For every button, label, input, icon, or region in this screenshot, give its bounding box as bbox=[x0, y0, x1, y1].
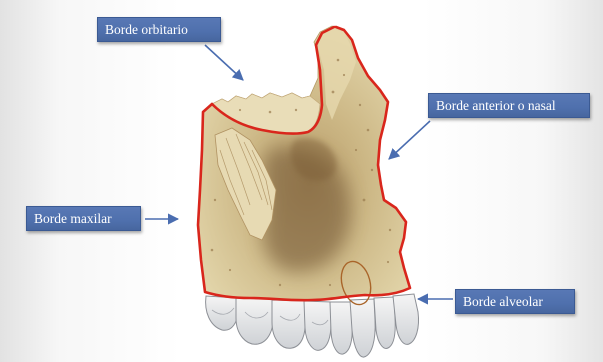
premolar-1-tooth bbox=[330, 302, 352, 354]
premolar-2-tooth bbox=[304, 301, 331, 350]
arrow-icon-orbital bbox=[205, 45, 243, 80]
arrow-icon-nasal bbox=[389, 121, 430, 159]
lateral-incisor-tooth bbox=[374, 297, 395, 348]
molar-3-tooth bbox=[206, 296, 238, 330]
label-borde-maxilar: Borde maxilar bbox=[26, 206, 141, 231]
molar-2-tooth bbox=[236, 298, 273, 344]
teeth-row bbox=[206, 294, 419, 357]
label-borde-orbitario: Borde orbitario bbox=[97, 17, 221, 42]
central-incisor-tooth bbox=[393, 294, 419, 344]
label-borde-anterior-nasal: Borde anterior o nasal bbox=[428, 93, 590, 118]
molar-1-tooth bbox=[272, 300, 305, 348]
canine-tooth bbox=[350, 299, 375, 357]
label-borde-alveolar: Borde alveolar bbox=[455, 289, 575, 314]
